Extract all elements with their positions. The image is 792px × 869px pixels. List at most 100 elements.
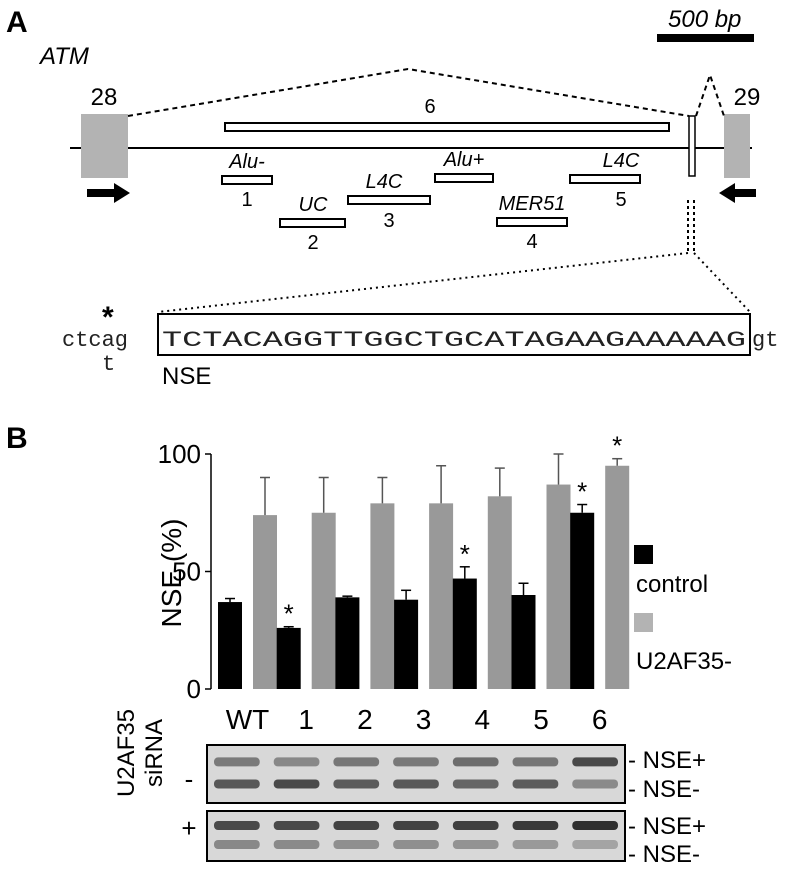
gel-image <box>206 744 626 862</box>
sequence-left-flank: ctcag <box>62 328 128 353</box>
exon-29-label: 29 <box>734 84 761 111</box>
region-2-box <box>279 218 346 228</box>
bar-u2af35-5 <box>546 484 571 689</box>
bar-u2af35-2 <box>370 503 395 689</box>
exon-28 <box>81 114 128 178</box>
y-tick-label: 50 <box>172 557 201 587</box>
region-alu-plus-name: Alu+ <box>443 149 485 171</box>
gel-band-nse-minus <box>572 779 618 789</box>
gel-row-plus: + <box>181 813 196 843</box>
gel-row-label-line1: U2AF35 <box>113 709 140 797</box>
region-5-box <box>569 174 641 184</box>
gel-band-nse-plus <box>214 821 260 830</box>
y-tick-label: 100 <box>158 439 201 469</box>
reverse-primer-arrow-icon <box>719 183 756 203</box>
gel-band-nse-plus <box>572 821 618 830</box>
significance-asterisk: * <box>577 477 587 507</box>
region-1-number: 1 <box>241 189 252 211</box>
legend-label-u2af35: U2AF35- <box>636 648 732 675</box>
x-tick-label: 6 <box>592 704 608 735</box>
panel-b-label: B <box>6 422 28 455</box>
bar-control-4 <box>452 578 477 689</box>
legend-swatch-control <box>634 545 653 564</box>
gel-band-nse-plus <box>572 757 618 767</box>
x-tick-label: 4 <box>475 704 491 735</box>
bar-control-2 <box>335 597 360 689</box>
exon-29 <box>724 114 750 178</box>
gel-band-label-top-2: - NSE+ <box>628 813 706 840</box>
bar-control-WT <box>218 602 242 689</box>
region-5-number: 5 <box>615 189 626 211</box>
bar-control-5 <box>511 595 536 689</box>
scale-bar <box>657 34 754 42</box>
zoom-line-left <box>157 252 689 313</box>
x-tick-label: 1 <box>298 704 314 735</box>
gel-band-label-bottom-2: - NSE- <box>628 841 700 868</box>
bar-u2af35-WT <box>253 515 277 689</box>
gel-band-nse-minus <box>572 840 618 849</box>
gel-band-nse-plus <box>333 821 380 830</box>
significance-asterisk: * <box>284 599 294 629</box>
gel-band-label-top-1: - NSE+ <box>628 747 706 774</box>
region-5-name: L4C <box>603 150 640 172</box>
gel-band-nse-plus <box>512 757 559 767</box>
region-2-number: 2 <box>307 232 318 254</box>
gel-band-nse-minus <box>273 840 320 849</box>
bar-u2af35-1 <box>311 512 336 689</box>
legend-swatch-u2af35 <box>634 613 653 632</box>
x-tick-label: WT <box>226 704 270 735</box>
zoom-line-right <box>693 252 751 313</box>
gel-band-nse-plus <box>333 757 380 767</box>
sequence-variant: t <box>102 352 115 377</box>
legend-label-control: control <box>636 571 708 598</box>
gel-band-nse-plus <box>512 821 559 830</box>
gel-band-nse-minus <box>512 840 559 849</box>
region-3-name: L4C <box>366 171 403 193</box>
gel-band-nse-plus <box>273 757 320 767</box>
sequence-right-flank: gt <box>752 328 778 353</box>
gel-band-nse-minus <box>333 840 380 849</box>
gene-name: ATM <box>38 43 89 70</box>
significance-asterisk: * <box>460 539 470 569</box>
gel-band-nse-minus <box>512 779 559 789</box>
nse-label: NSE <box>162 363 211 390</box>
gel-band-nse-minus <box>452 840 499 849</box>
splice-line-exon28-nse <box>127 67 690 117</box>
gel-band-nse-minus <box>393 779 439 789</box>
gel-band-nse-minus <box>214 840 260 849</box>
gel-row-label-line2: siRNA <box>141 719 168 787</box>
nse-sequence: TCTACAGGTTGGCTGCATAGAAGAAAAAG <box>162 328 746 353</box>
region-6-number: 6 <box>424 96 435 118</box>
gel-band-nse-minus <box>452 779 499 789</box>
region-4-number: 4 <box>526 231 537 253</box>
gel-panel-control <box>206 744 626 804</box>
gel-panel-knockdown <box>206 810 626 862</box>
gel-band-nse-plus <box>452 757 499 767</box>
bar-u2af35-6 <box>605 465 630 689</box>
scale-bar-label: 500 bp <box>668 6 741 33</box>
bar-control-1 <box>276 627 301 689</box>
x-tick-label: 3 <box>416 704 432 735</box>
panel-a-label: A <box>6 6 28 39</box>
gel-band-nse-plus <box>393 757 439 767</box>
significance-asterisk: * <box>612 431 622 461</box>
x-tick-label: 5 <box>533 704 549 735</box>
gel-band-nse-plus <box>273 821 320 830</box>
sequence-asterisk: * <box>102 301 114 334</box>
region-1-box <box>221 175 273 185</box>
nse-exon <box>688 115 696 177</box>
splice-line-nse-exon29 <box>695 71 725 117</box>
gel-band-nse-plus <box>214 757 260 767</box>
bar-u2af35-4 <box>487 496 512 689</box>
gel-band-nse-minus <box>214 779 260 789</box>
gel-band-nse-minus <box>273 779 320 789</box>
x-tick-label: 2 <box>357 704 373 735</box>
bar-control-3 <box>394 599 419 689</box>
region-2-name: UC <box>299 194 328 216</box>
region-3-box <box>347 195 431 205</box>
nse-sequence-box <box>157 313 751 356</box>
region-4-name: MER51 <box>499 193 566 215</box>
gel-band-nse-minus <box>333 779 380 789</box>
